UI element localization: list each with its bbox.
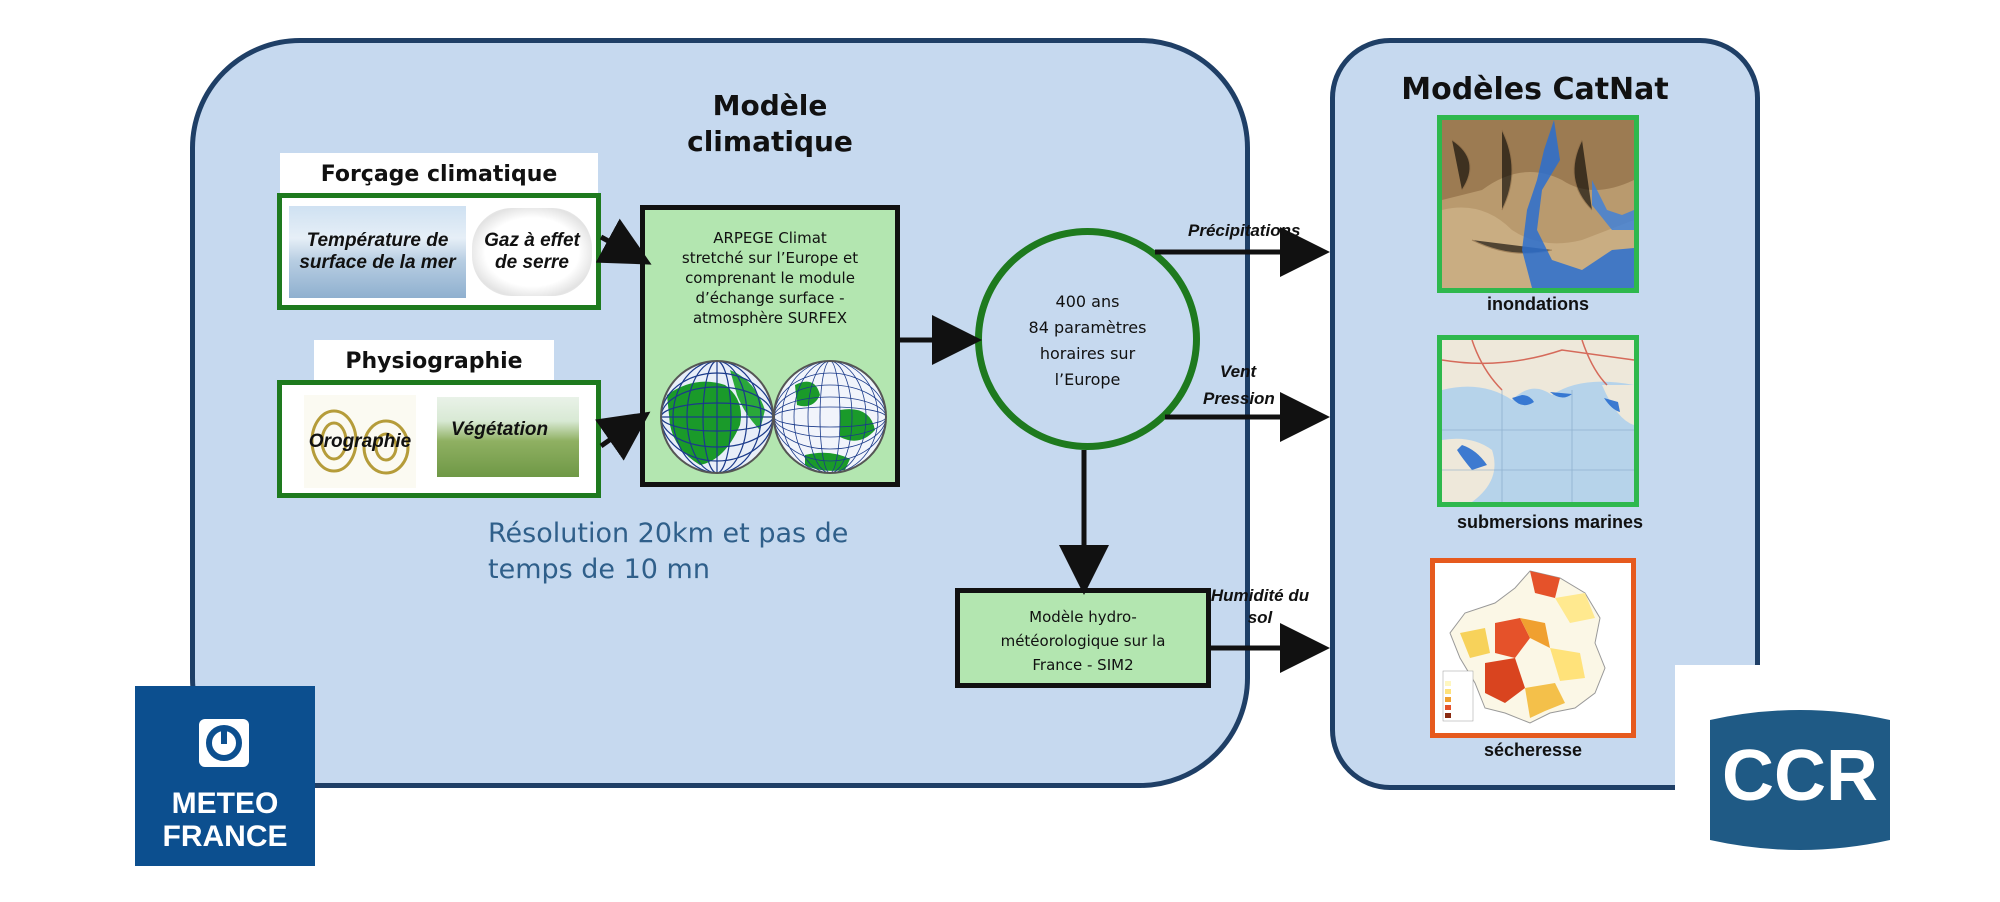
ccr-logo: CCR bbox=[1710, 710, 1890, 850]
drought-map-legend bbox=[1442, 670, 1474, 722]
output-line2: 84 paramètres bbox=[1028, 318, 1147, 337]
globe-europe-icon bbox=[661, 361, 773, 473]
drought-caption: sécheresse bbox=[1483, 740, 1583, 760]
vegetation-image: Végétation bbox=[437, 397, 579, 477]
arpege-line2: stretché sur l’Europe et bbox=[681, 249, 859, 267]
forcing-label: Forçage climatique bbox=[280, 153, 598, 197]
arrow-forcing-to-arpege bbox=[595, 218, 652, 265]
surge-map-frame bbox=[1437, 335, 1639, 507]
meteo-france-emblem-icon: METEO FRANCE bbox=[163, 719, 288, 853]
arpege-line4: d’échange surface - bbox=[695, 289, 845, 307]
soil-humidity-line1: Humidité du bbox=[1210, 586, 1310, 605]
resolution-note: Résolution 20km et pas de temps de 10 mn bbox=[488, 516, 1008, 588]
flood-map-image bbox=[1442, 120, 1634, 288]
hydro-line2: météorologique sur la bbox=[1000, 632, 1166, 650]
resolution-line2: temps de 10 mn bbox=[488, 554, 710, 585]
orography-label: Orographie bbox=[308, 430, 412, 452]
stretched-grid-globes bbox=[660, 360, 887, 474]
hydro-line3: France - SIM2 bbox=[1032, 656, 1134, 674]
hydro-description: Modèle hydro- météorologique sur la Fran… bbox=[960, 605, 1206, 677]
catnat-title: Modèles CatNat bbox=[1401, 72, 1669, 107]
physiography-label: Physiographie bbox=[314, 340, 554, 384]
greenhouse-gas-cloud-image: Gaz à effet de serre bbox=[472, 208, 592, 296]
drought-map-image bbox=[1435, 563, 1631, 733]
flood-caption: inondations bbox=[1487, 294, 1589, 314]
arrow-physiography-to-arpege bbox=[595, 411, 651, 461]
output-line4: l’Europe bbox=[1054, 370, 1121, 389]
climate-model-title-line2: climatique bbox=[687, 125, 853, 158]
sea-surface-temperature-line2: surface de la mer bbox=[299, 252, 456, 273]
arpege-line3: comprenant le module bbox=[685, 269, 855, 287]
ccr-logo-text: CCR bbox=[1722, 736, 1878, 816]
surge-caption: submersions marines bbox=[1456, 512, 1644, 532]
precipitation-label: Précipitations bbox=[1188, 221, 1301, 240]
flood-map-frame bbox=[1437, 115, 1639, 293]
climate-model-title: Modèle climatique bbox=[620, 88, 920, 160]
surge-map-image bbox=[1441, 339, 1635, 502]
sea-surface-temperature-line1: Température de bbox=[306, 230, 449, 251]
pressure-label: Pression bbox=[1203, 389, 1275, 408]
resolution-line1: Résolution 20km et pas de bbox=[488, 518, 849, 549]
globe-oceania-icon bbox=[774, 361, 886, 473]
arpege-line1: ARPEGE Climat bbox=[713, 229, 827, 247]
meteo-logo-line1: METEO bbox=[172, 787, 279, 820]
orography-image: Orographie bbox=[304, 395, 416, 488]
hydro-line1: Modèle hydro- bbox=[1029, 608, 1137, 626]
soil-humidity-line2: sol bbox=[1247, 608, 1273, 627]
arpege-description: ARPEGE Climat stretché sur l’Europe et c… bbox=[645, 228, 895, 328]
drought-map-frame bbox=[1430, 558, 1636, 738]
hydro-meteorological-box: Modèle hydro- météorologique sur la Fran… bbox=[955, 588, 1211, 688]
greenhouse-gas-line2: de serre bbox=[495, 252, 569, 273]
vegetation-label: Végétation bbox=[451, 419, 549, 440]
wind-pressure-label: Vent Pression bbox=[1203, 358, 1275, 412]
output-line3: horaires sur bbox=[1039, 344, 1136, 363]
arpege-climate-box: ARPEGE Climat stretché sur l’Europe et c… bbox=[640, 205, 900, 487]
meteo-logo-line2: FRANCE bbox=[163, 820, 288, 853]
soil-humidity-label: Humidité du sol bbox=[1205, 585, 1315, 629]
climate-model-title-line1: Modèle bbox=[712, 89, 828, 122]
output-description: 400 ans 84 paramètres horaires sur l’Eur… bbox=[982, 289, 1193, 393]
sea-surface-temperature-image: Température de surface de la mer bbox=[289, 206, 466, 298]
forcing-frame: Température de surface de la mer Gaz à e… bbox=[277, 193, 601, 310]
arpege-line5: atmosphère SURFEX bbox=[692, 309, 848, 327]
output-line1: 400 ans bbox=[1055, 292, 1120, 311]
greenhouse-gas-line1: Gaz à effet bbox=[484, 230, 580, 251]
physiography-frame: Orographie Végétation bbox=[277, 380, 601, 498]
meteo-france-logo: METEO FRANCE bbox=[135, 686, 315, 866]
wind-label: Vent bbox=[1219, 362, 1257, 381]
orography-contour-lines bbox=[310, 409, 410, 475]
